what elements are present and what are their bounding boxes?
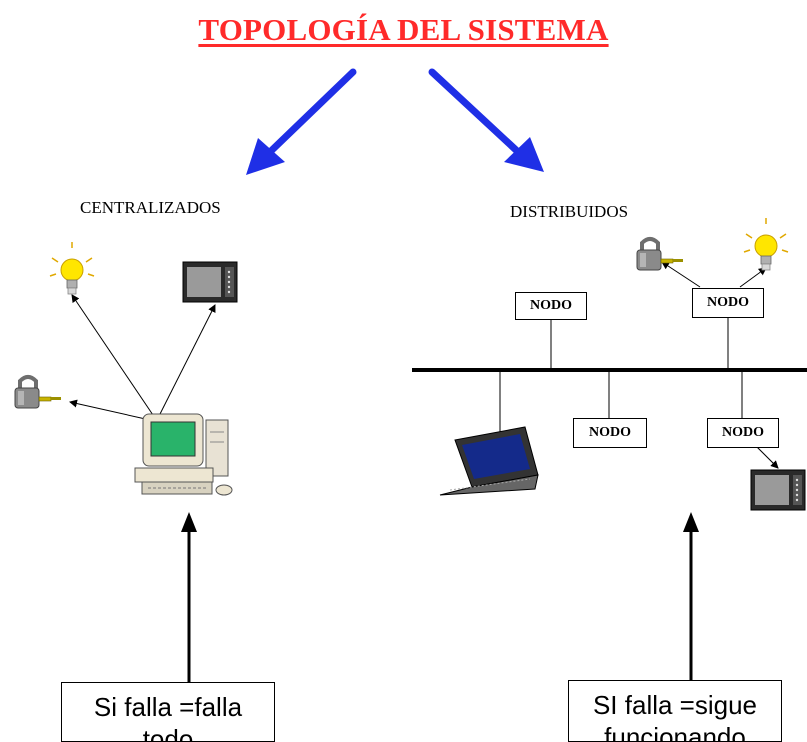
- centralized-label: CENTRALIZADOS: [80, 198, 221, 217]
- node-box: NODO: [573, 418, 647, 448]
- network-bus: [412, 317, 807, 436]
- callout-line: funcionando: [604, 722, 746, 742]
- blue-arrow-left: [246, 68, 357, 175]
- callout-line: todo: [142, 724, 194, 742]
- monitor-icon-distributed: [750, 469, 806, 511]
- distributed-failure-callout: SI falla =sigue funcionando: [568, 680, 782, 742]
- centralized-failure-callout: Si falla =falla todo: [61, 682, 275, 742]
- callout-line: SI falla =sigue: [592, 690, 758, 720]
- black-arrow-right: [683, 512, 699, 680]
- node-box: NODO: [515, 292, 587, 320]
- laptop-icon: [439, 426, 539, 496]
- blue-arrow-right: [428, 68, 544, 172]
- page-title: TOPOLOGÍA DEL SISTEMA: [198, 12, 609, 47]
- node-box: NODO: [692, 288, 764, 318]
- node-box: NODO: [707, 418, 779, 448]
- distributed-connection-lines: [661, 261, 779, 469]
- central-connection-lines: [69, 294, 216, 421]
- light-bulb-icon: [49, 241, 95, 295]
- desktop-computer-icon: [134, 413, 233, 496]
- callout-line: Si falla =falla: [93, 692, 243, 722]
- black-arrow-left: [181, 512, 197, 682]
- lock-icon-distributed: [635, 237, 685, 272]
- monitor-icon: [182, 261, 238, 303]
- light-bulb-icon-distributed: [743, 217, 789, 271]
- lock-icon: [13, 375, 63, 410]
- distributed-label: DISTRIBUIDOS: [510, 202, 629, 221]
